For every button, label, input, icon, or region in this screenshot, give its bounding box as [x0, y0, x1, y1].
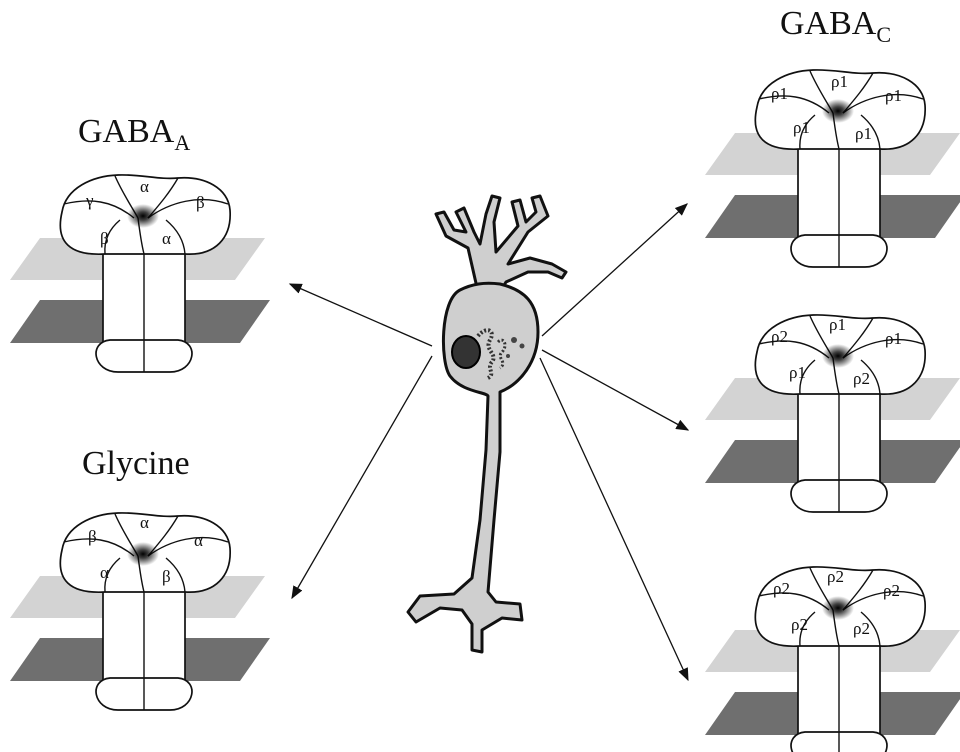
subunit-label: ρ1: [885, 329, 902, 348]
subunit-label: ρ2: [791, 615, 808, 634]
subunit-label: ρ1: [789, 363, 806, 382]
subunit-label: ρ2: [883, 581, 900, 600]
subunit-label: α: [194, 531, 203, 550]
glycine-receptor: β α α α β: [10, 513, 270, 710]
glycine-title: Glycine: [82, 445, 190, 482]
subunit-label: ρ1: [831, 72, 848, 91]
subunit-label: ρ2: [827, 567, 844, 586]
subunit-label: α: [140, 177, 149, 196]
subunit-label: ρ2: [853, 369, 870, 388]
neuron-nucleus: [452, 336, 480, 368]
subunit-label: β: [162, 567, 171, 586]
arrow-to-glycine: [292, 356, 432, 598]
neuron: [408, 196, 566, 652]
arrow-to-gaba-c-2: [542, 350, 688, 430]
subunit-label: ρ1: [885, 86, 902, 105]
subunit-label: γ: [85, 191, 94, 210]
arrow-to-gaba-c-3: [540, 358, 688, 680]
gaba-c-title: GABAC: [780, 5, 891, 47]
neuron-dendrites: [436, 196, 566, 292]
subunit-label: β: [196, 193, 205, 212]
subunit-label: ρ1: [793, 118, 810, 137]
gaba-a-receptor: γ α β β α: [10, 175, 270, 372]
subunit-label: α: [100, 563, 109, 582]
subunit-label: ρ2: [853, 619, 870, 638]
subunit-label: ρ2: [773, 579, 790, 598]
gaba-a-title: GABAA: [78, 113, 190, 155]
subunit-label: ρ1: [771, 84, 788, 103]
subunit-label: α: [140, 513, 149, 532]
subunit-label: ρ1: [829, 315, 846, 334]
gaba-c-receptor-rho2: ρ2 ρ2 ρ2 ρ2 ρ2: [705, 567, 960, 752]
subunit-label: α: [162, 229, 171, 248]
gaba-c-receptor-rho1: ρ1 ρ1 ρ1 ρ1 ρ1: [705, 70, 960, 267]
subunit-label: ρ1: [855, 124, 872, 143]
gaba-c-receptor-rho1-rho2: ρ2 ρ1 ρ1 ρ1 ρ2: [705, 315, 960, 512]
arrow-to-gaba-a: [290, 284, 432, 346]
subunit-label: β: [100, 229, 109, 248]
subunit-label: β: [88, 527, 97, 546]
subunit-label: ρ2: [771, 327, 788, 346]
